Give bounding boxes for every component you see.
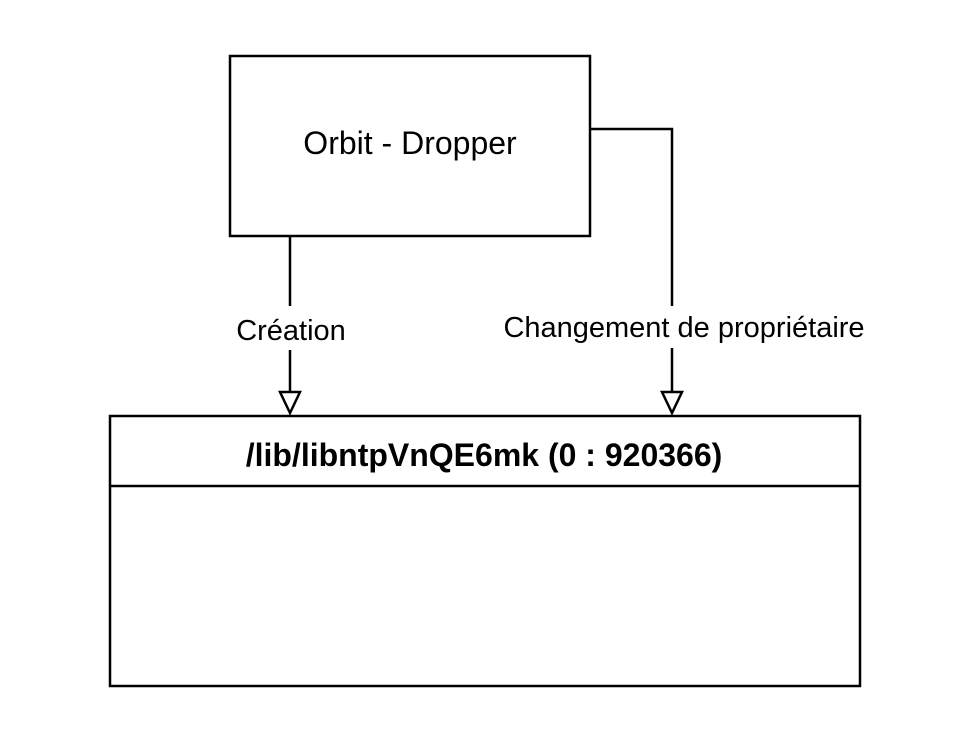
- target-node-title: /lib/libntpVnQE6mk (0 : 920366): [246, 437, 723, 473]
- edge-creation-arrowhead: [278, 390, 302, 416]
- source-node[interactable]: Orbit - Dropper: [228, 54, 592, 238]
- edge-owner-change[interactable]: Changement de propriétaire: [503, 127, 865, 416]
- edge-owner-change-line-top: [590, 127, 674, 306]
- edge-owner-change-arrowhead: [660, 390, 684, 416]
- target-node[interactable]: /lib/libntpVnQE6mk (0 : 920366): [108, 414, 862, 688]
- edge-creation-label: Création: [236, 315, 346, 347]
- target-node-body: [112, 488, 858, 684]
- edge-creation[interactable]: Création: [236, 236, 346, 416]
- source-node-box: [228, 54, 592, 238]
- source-node-label: Orbit - Dropper: [303, 125, 517, 161]
- edge-owner-change-label: Changement de propriétaire: [503, 312, 864, 344]
